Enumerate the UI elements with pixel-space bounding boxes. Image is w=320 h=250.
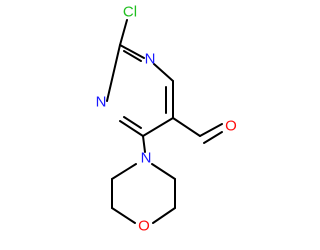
bonds xyxy=(106,19,223,224)
bond-c4-n3 xyxy=(119,120,144,137)
atom-n1: N xyxy=(145,51,156,68)
atom-labels: Cl N N N O O xyxy=(96,4,237,235)
bond-c-left-low-o xyxy=(111,207,136,224)
bond-o-c-right-low xyxy=(152,207,176,224)
bond-nmorph-c-left xyxy=(111,163,137,180)
bond-cl-c2 xyxy=(119,19,128,46)
atom-cl: Cl xyxy=(123,4,137,21)
atom-o-morpholine: O xyxy=(138,218,150,235)
bond-c4-n3-inner xyxy=(123,116,142,129)
bond-c4-nmorph xyxy=(142,135,146,153)
bond-c2-n1-inner xyxy=(123,50,142,62)
atom-o-aldehyde: O xyxy=(225,118,237,135)
bond-c5-c4 xyxy=(142,117,174,137)
bond-cho-o-inner xyxy=(203,131,223,144)
bond-c2-n1 xyxy=(119,44,145,59)
atom-n3: N xyxy=(96,94,107,111)
structure-diagram: Cl N N N O O xyxy=(96,4,237,235)
bond-n1-c6 xyxy=(153,63,174,82)
bond-c-right-nmorph xyxy=(151,163,176,180)
bond-n3-c2 xyxy=(106,44,121,102)
atom-n-morpholine: N xyxy=(141,150,152,167)
bond-c5-cho xyxy=(172,117,201,137)
bond-cho-o xyxy=(199,123,223,137)
